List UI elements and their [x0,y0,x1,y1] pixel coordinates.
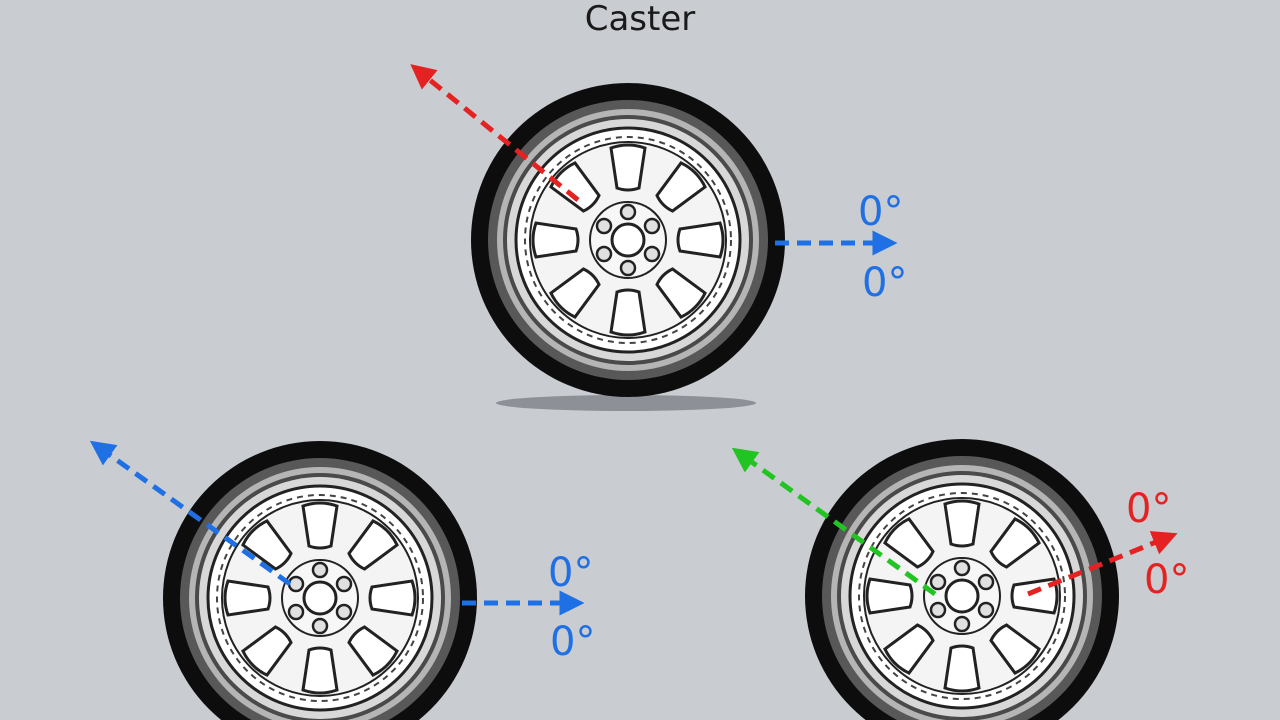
angle-label-upper: 0° [858,189,903,235]
wheel-icon [805,439,1119,720]
wheel-icon [471,83,785,397]
caster-axis-arrow [410,64,580,202]
angle-label-lower: 0° [1144,557,1189,603]
ground-shadow [496,395,756,411]
caster-axis-arrow [89,440,292,587]
wheel-icon [163,441,477,720]
diagram-title: Caster [584,0,696,39]
wheel-bottom-left: 0° 0° [89,440,595,720]
caster-axis-arrow [731,447,937,597]
angle-label-upper: 0° [1126,486,1171,532]
angle-label-upper: 0° [548,550,593,596]
tilted-reference-arrow [1027,531,1178,597]
wheel-top: 0° 0° [410,64,907,411]
angle-label-lower: 0° [550,619,595,665]
wheel-bottom-right: 0° 0° [731,439,1189,720]
angle-label-lower: 0° [862,260,907,306]
